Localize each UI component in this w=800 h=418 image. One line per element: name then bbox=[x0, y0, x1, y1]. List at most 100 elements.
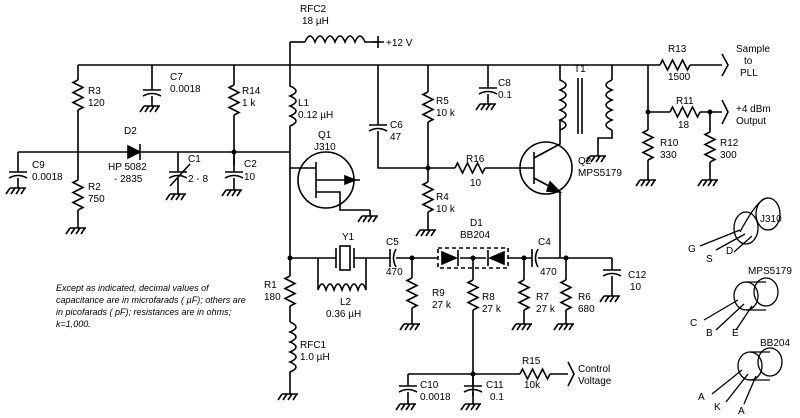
q1-jfet: Q1 J310 bbox=[234, 130, 379, 223]
c1-value: 2 - 8 bbox=[188, 174, 208, 185]
r14-ref: R14 bbox=[242, 86, 261, 97]
output-line1: +4 dBm bbox=[736, 104, 771, 115]
c11-value: 0.1 bbox=[490, 392, 504, 403]
top-rail bbox=[78, 41, 612, 66]
r4-value: 10 k bbox=[436, 204, 456, 215]
c6-ref: C6 bbox=[390, 120, 403, 131]
q1-ref: Q1 bbox=[318, 130, 332, 141]
r16-ref: R16 bbox=[466, 154, 485, 165]
control-line2: Voltage bbox=[578, 376, 612, 387]
r7-value: 27 k bbox=[536, 304, 556, 315]
r5-ref: R5 bbox=[436, 96, 449, 107]
r3-ref: R3 bbox=[88, 86, 101, 97]
sample-line2: to bbox=[744, 56, 753, 67]
mps5179-pin-b: B bbox=[706, 328, 713, 339]
rfc1-value: 1.0 µH bbox=[300, 352, 330, 363]
r6-ref: R6 bbox=[578, 292, 591, 303]
r8-value: 27 k bbox=[482, 304, 502, 315]
l1-ref: L1 bbox=[298, 98, 310, 109]
r4-ref: R4 bbox=[436, 192, 449, 203]
c12-value: 10 bbox=[630, 282, 642, 293]
rfc2-value: 18 µH bbox=[302, 16, 329, 27]
c10-value: 0.0018 bbox=[420, 392, 451, 403]
r10-value: 330 bbox=[660, 150, 677, 161]
r2-value: 750 bbox=[88, 194, 105, 205]
c9-capacitor: C9 0.0018 bbox=[5, 152, 63, 195]
bb204-title: BB204 bbox=[760, 338, 790, 349]
c2-capacitor: C2 10 bbox=[221, 149, 257, 197]
rfc1-ref: RFC1 bbox=[300, 340, 327, 351]
r10-ref: R10 bbox=[660, 138, 679, 149]
r15-value: 10k bbox=[524, 380, 541, 391]
output-pad: R11 18 +4 dBm Output R10 330 R12 300 bbox=[635, 65, 771, 187]
l1-value: 0.12 µH bbox=[298, 110, 333, 121]
c9-ref: C9 bbox=[32, 160, 45, 171]
pinout-j310: J310 G S D bbox=[688, 197, 782, 265]
c5-ref: C5 bbox=[386, 237, 399, 248]
bb204-pin-a2: A bbox=[738, 406, 745, 417]
q2-transistor: Q2 MPS5179 bbox=[519, 120, 622, 258]
r13-ref: R13 bbox=[668, 44, 687, 55]
c7-value: 0.0018 bbox=[170, 84, 201, 95]
r6-value: 680 bbox=[578, 304, 595, 315]
c11-ref: C11 bbox=[486, 380, 504, 391]
d2-value1: HP 5082 bbox=[108, 162, 147, 173]
sample-line3: PLL bbox=[740, 68, 758, 79]
r7-ref: R7 bbox=[536, 292, 549, 303]
r13-value: 1500 bbox=[668, 72, 691, 83]
j310-pin-d: D bbox=[726, 246, 733, 257]
c10-ref: C10 bbox=[420, 380, 439, 391]
rfc2-ref: RFC2 bbox=[300, 4, 327, 15]
r9-value: 27 k bbox=[432, 300, 452, 311]
c4-ref: C4 bbox=[538, 237, 551, 248]
r4-resistor: R4 10 k bbox=[415, 165, 456, 237]
r9-ref: R9 bbox=[432, 288, 445, 299]
control-bus: R15 10k Control Voltage bbox=[408, 356, 612, 391]
capacitance-note: Except as indicated, decimal values of c… bbox=[56, 283, 246, 329]
r1-resistor: R1 180 bbox=[264, 258, 296, 322]
j310-title: J310 bbox=[760, 214, 782, 225]
r7-resistor: R7 27 k bbox=[511, 255, 556, 331]
t1-transformer: T1 bbox=[557, 64, 615, 163]
c9-value: 0.0018 bbox=[32, 172, 63, 183]
r5-resistor: R5 10 k bbox=[422, 65, 456, 168]
j310-pin-g: G bbox=[688, 244, 696, 255]
q2-ref: Q2 bbox=[578, 156, 592, 167]
pinout-mps5179: MPS5179 C B E bbox=[690, 266, 792, 339]
y1-ref: Y1 bbox=[342, 232, 355, 243]
sample-line1: Sample bbox=[736, 44, 770, 55]
output-line2: Output bbox=[736, 116, 766, 127]
r16-value: 10 bbox=[470, 178, 482, 189]
d2-value2: - 2835 bbox=[114, 174, 143, 185]
l1-inductor: L1 0.12 µH bbox=[287, 65, 333, 152]
rfc1-inductor: RFC1 1.0 µH bbox=[277, 321, 330, 401]
r5-value: 10 k bbox=[436, 108, 456, 119]
c8-value: 0.1 bbox=[498, 90, 512, 101]
pinout-bb204: BB204 A K A bbox=[698, 338, 790, 417]
r16-resistor: R16 10 bbox=[428, 154, 530, 189]
c7-ref: C7 bbox=[170, 72, 183, 83]
q1-value: J310 bbox=[314, 142, 336, 153]
c11-capacitor: C11 0.1 bbox=[460, 374, 504, 411]
bb204-pin-k: K bbox=[714, 402, 721, 413]
c7-capacitor: C7 0.0018 bbox=[139, 65, 201, 113]
r8-ref: R8 bbox=[482, 292, 495, 303]
c2-value: 10 bbox=[244, 172, 256, 183]
q2-value: MPS5179 bbox=[578, 168, 622, 179]
c1-ref: C1 bbox=[188, 154, 201, 165]
d1-value: BB204 bbox=[460, 230, 490, 241]
c6-capacitor: C6 47 bbox=[368, 65, 428, 169]
mps5179-title: MPS5179 bbox=[748, 266, 792, 277]
c8-capacitor: C8 0.1 bbox=[475, 65, 512, 111]
mps5179-pin-e: E bbox=[732, 328, 739, 339]
t1-ref: T1 bbox=[574, 64, 586, 75]
r11-ref: R11 bbox=[676, 96, 694, 107]
r3-resistor: R3 120 bbox=[72, 65, 105, 152]
r6-resistor: R6 680 bbox=[553, 255, 595, 331]
c5-capacitor: C5 470 bbox=[386, 237, 438, 278]
c12-ref: C12 bbox=[628, 270, 647, 281]
r2-resistor: R2 750 bbox=[65, 152, 105, 235]
c2-ref: C2 bbox=[244, 159, 257, 170]
c4-capacitor: C4 470 bbox=[508, 237, 612, 278]
